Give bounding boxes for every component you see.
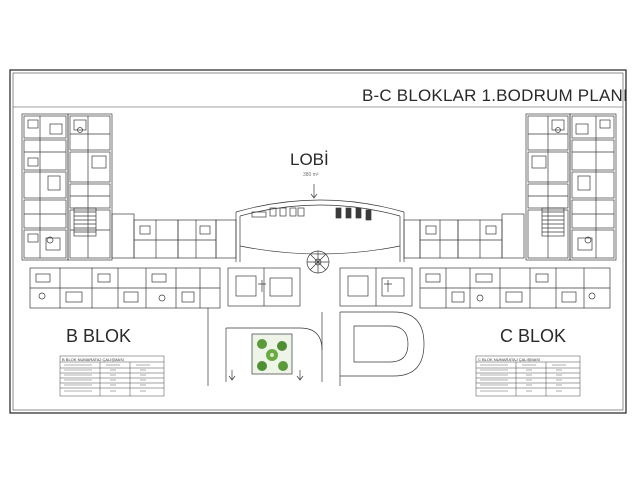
landscape-island bbox=[251, 333, 293, 375]
lobby bbox=[215, 184, 421, 274]
c-block-vertical-wing bbox=[525, 113, 617, 261]
drawing-title: B-C BLOKLAR 1.BODRUM PLANI bbox=[362, 86, 628, 105]
c-block-label: C BLOK bbox=[500, 326, 567, 346]
courtyard-terrace bbox=[227, 267, 413, 307]
b-block-numbering-table bbox=[59, 355, 165, 397]
b-block-vertical-wing bbox=[21, 113, 113, 261]
c-block-numbering-table bbox=[475, 355, 581, 397]
c-block-table-title: C BLOK NUMARATAJ ÇALIŞMASI bbox=[478, 357, 541, 362]
b-block-table-title: B BLOK NUMARATAJ ÇALIŞMASI bbox=[62, 357, 124, 362]
b-block-label: B BLOK bbox=[66, 326, 132, 346]
outer-frame bbox=[9, 69, 627, 414]
lobby-label: LOBİ bbox=[290, 150, 329, 169]
lobby-area-label: 380 m² bbox=[303, 172, 319, 178]
inner-frame bbox=[12, 72, 624, 411]
driveway-ramp bbox=[207, 308, 425, 386]
